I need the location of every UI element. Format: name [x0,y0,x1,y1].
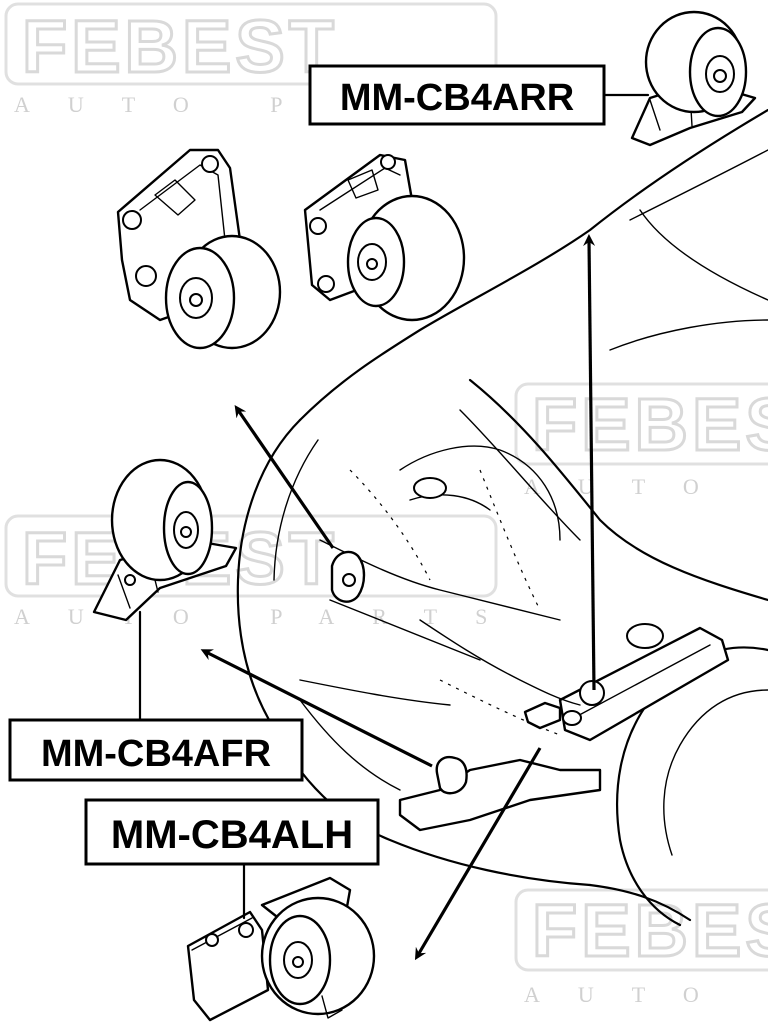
label-rear: MM-CB4ARR [308,64,606,126]
part-upper-middle-mount [303,153,466,322]
watermark-top-left: FEBEST AUTO PARTS [4,2,498,117]
watermark-tagline: AUTO PARTS [524,474,768,499]
part-left-mount [186,876,376,1022]
watermark-brand: FEBEST [532,383,768,466]
arrow-to-left-mount [414,747,542,961]
watermark-tagline: AUTO PARTS [14,604,525,629]
part-rear-mount [630,10,757,147]
vehicle-body-outline [236,108,768,927]
label-rear-text: MM-CB4ARR [340,77,574,119]
label-front-text: MM-CB4AFR [41,733,271,775]
watermark-middle-left: FEBEST AUTO PARTS [4,514,525,629]
arrow-to-rear-mount [583,234,596,691]
label-front: MM-CB4AFR [8,718,304,782]
arrows [200,234,596,961]
leader-lines [138,93,650,920]
watermark-tagline: AUTO PARTS [524,982,768,1007]
arrow-to-front-mount [200,649,433,768]
label-left: MM-CB4ALH [84,798,380,866]
label-left-text: MM-CB4ALH [111,813,353,857]
part-front-mount [92,458,238,622]
part-upper-left-mount [116,148,282,350]
watermark-bottom-right: FEBEST AUTO PARTS [514,888,768,1007]
arrow-to-upper-left-mount [234,405,335,549]
watermark-brand: FEBEST [22,5,338,88]
watermark-middle-right: FEBEST AUTO PARTS [514,382,768,499]
